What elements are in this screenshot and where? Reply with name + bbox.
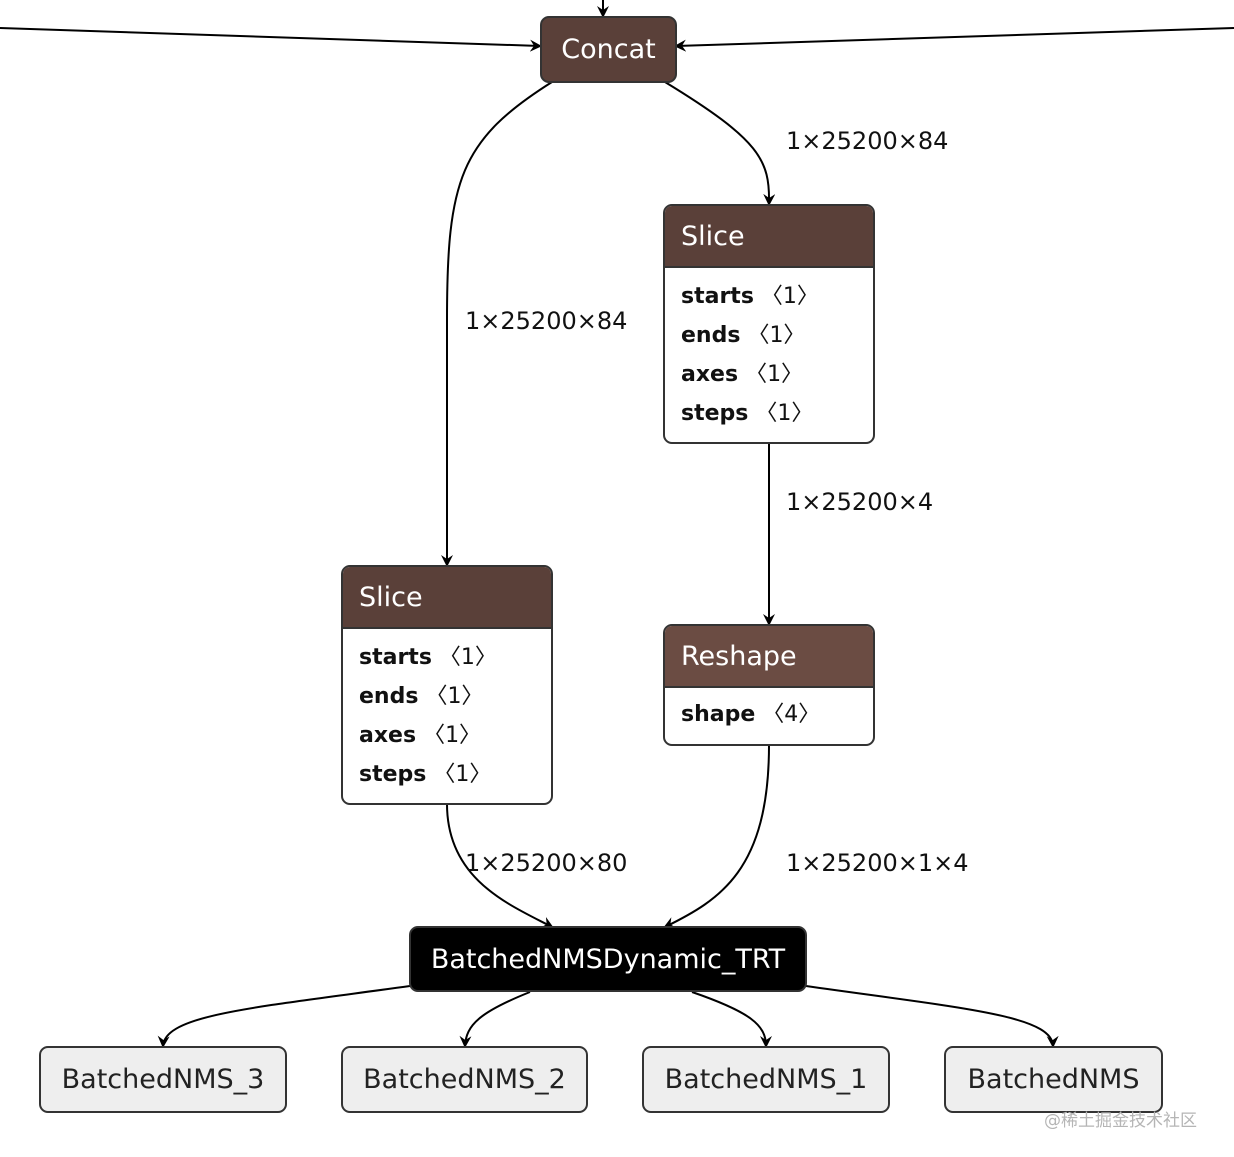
- edge-concat-slice-left: [441, 81, 553, 567]
- output-node-batched-nms[interactable]: BatchedNMS: [944, 1046, 1163, 1113]
- edge-reshape-nms: [663, 744, 770, 928]
- edge-label-slice-right-reshape: 1×25200×4: [786, 488, 934, 516]
- edge-nms-out-0: [805, 985, 1059, 1048]
- attribute-row: axes 〈1〉: [681, 358, 857, 397]
- edge-concat-slice-right: [664, 81, 776, 206]
- slice-node-left-title: Slice: [359, 581, 423, 613]
- attribute-row: steps 〈1〉: [681, 397, 857, 436]
- output-node-batched-nms-1[interactable]: BatchedNMS_1: [642, 1046, 890, 1113]
- attribute-key: axes: [359, 723, 417, 748]
- edge-nms-out-2: [459, 991, 531, 1048]
- edge-label-concat-slice-right: 1×25200×84: [786, 127, 949, 155]
- slice-node-right[interactable]: Slice starts 〈1〉 ends 〈1〉 axes 〈1〉 steps…: [663, 204, 875, 444]
- attribute-key: steps: [681, 401, 749, 426]
- output-label: BatchedNMS_2: [363, 1064, 566, 1095]
- attribute-row: starts 〈1〉: [359, 641, 535, 680]
- edge-incoming-left: [0, 27, 542, 52]
- attribute-key: axes: [681, 362, 739, 387]
- attribute-key: starts: [681, 284, 754, 309]
- attribute-value: 〈4〉: [762, 702, 821, 727]
- attribute-row: steps 〈1〉: [359, 758, 535, 797]
- slice-node-left-header: Slice: [343, 567, 551, 629]
- edge-nms-out-3: [157, 985, 411, 1048]
- attribute-value: 〈1〉: [747, 323, 806, 348]
- edge-nms-out-1: [691, 991, 772, 1048]
- attribute-key: ends: [681, 323, 741, 348]
- edge-incoming-right: [674, 27, 1234, 52]
- attribute-value: 〈1〉: [425, 684, 484, 709]
- edge-label-reshape-nms: 1×25200×1×4: [786, 849, 969, 877]
- concat-node[interactable]: Concat: [540, 16, 677, 83]
- slice-node-left[interactable]: Slice starts 〈1〉 ends 〈1〉 axes 〈1〉 steps…: [341, 565, 553, 805]
- attribute-key: steps: [359, 762, 427, 787]
- reshape-node-title: Reshape: [681, 640, 797, 672]
- slice-node-right-header: Slice: [665, 206, 873, 268]
- attribute-value: 〈1〉: [745, 362, 804, 387]
- slice-node-right-attributes: starts 〈1〉 ends 〈1〉 axes 〈1〉 steps 〈1〉: [665, 268, 873, 436]
- batched-nms-dynamic-title: BatchedNMSDynamic_TRT: [430, 943, 786, 975]
- attribute-row: shape 〈4〉: [681, 698, 857, 737]
- slice-node-left-attributes: starts 〈1〉 ends 〈1〉 axes 〈1〉 steps 〈1〉: [343, 629, 551, 797]
- attribute-row: axes 〈1〉: [359, 719, 535, 758]
- attribute-row: starts 〈1〉: [681, 280, 857, 319]
- edge-label-slice-left-nms: 1×25200×80: [465, 849, 628, 877]
- attribute-value: 〈1〉: [760, 284, 819, 309]
- attribute-row: ends 〈1〉: [681, 319, 857, 358]
- output-label: BatchedNMS: [967, 1064, 1140, 1095]
- attribute-key: starts: [359, 645, 432, 670]
- edge-slice-left-nms: [446, 803, 554, 928]
- attribute-value: 〈1〉: [423, 723, 482, 748]
- slice-node-right-title: Slice: [681, 220, 745, 252]
- output-label: BatchedNMS_3: [61, 1064, 265, 1095]
- attribute-value: 〈1〉: [755, 401, 814, 426]
- reshape-node-header: Reshape: [665, 626, 873, 688]
- reshape-node-attributes: shape 〈4〉: [665, 688, 873, 737]
- attribute-key: ends: [359, 684, 419, 709]
- concat-node-title: Concat: [561, 34, 656, 65]
- attribute-key: shape: [681, 702, 756, 727]
- batched-nms-dynamic-node[interactable]: BatchedNMSDynamic_TRT: [409, 926, 807, 992]
- output-node-batched-nms-3[interactable]: BatchedNMS_3: [39, 1046, 287, 1113]
- edge-label-concat-slice-left: 1×25200×84: [465, 307, 628, 335]
- output-label: BatchedNMS_1: [664, 1064, 868, 1095]
- watermark-text: @稀土掘金技术社区: [1044, 1111, 1197, 1131]
- reshape-node[interactable]: Reshape shape 〈4〉: [663, 624, 875, 746]
- output-node-batched-nms-2[interactable]: BatchedNMS_2: [341, 1046, 588, 1113]
- attribute-value: 〈1〉: [438, 645, 497, 670]
- attribute-row: ends 〈1〉: [359, 680, 535, 719]
- attribute-value: 〈1〉: [433, 762, 492, 787]
